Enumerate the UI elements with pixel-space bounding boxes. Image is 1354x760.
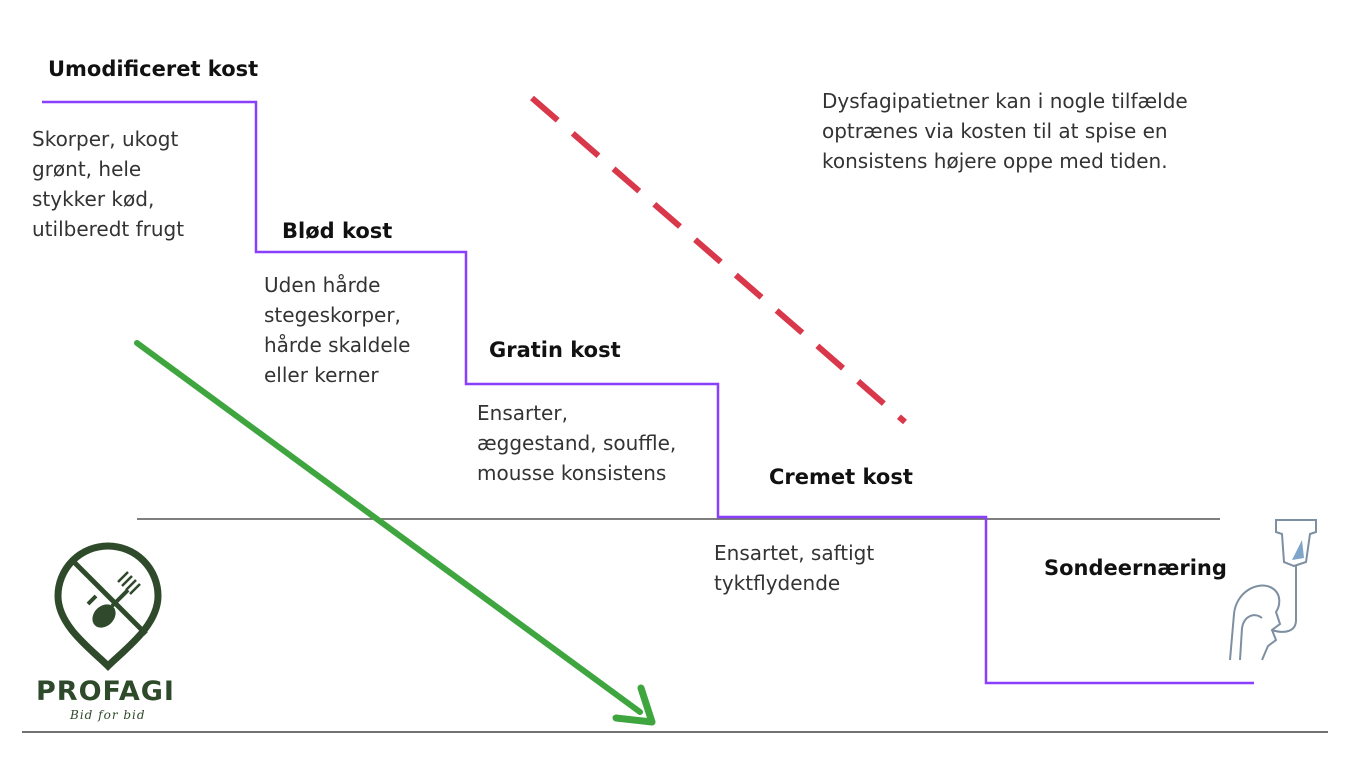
description-line: utilberedt frugt — [32, 217, 185, 241]
description-line: tyktflydende — [714, 571, 841, 595]
note-line: optrænes via kosten til at spise en — [822, 119, 1168, 143]
note-line: konsistens højere oppe med tiden. — [822, 149, 1168, 173]
description-line: stykker kød, — [32, 187, 155, 211]
level-label-umodificeret: Umodificeret kost — [48, 57, 259, 81]
description-line: stegeskorper, — [264, 303, 401, 327]
note-line: Dysfagipatietner kan i nogle tilfælde — [822, 89, 1188, 113]
green-down-arrow — [134, 340, 656, 726]
level-label-cremet: Cremet kost — [769, 465, 913, 489]
description-line: Skorper, ukogt — [32, 127, 179, 151]
description-line: æggestand, souffle, — [477, 431, 677, 455]
logo-name: PROFAGI — [36, 676, 175, 707]
level-label-sonde: Sondeernæring — [1044, 556, 1227, 580]
description-line: eller kerner — [264, 363, 379, 387]
dysphagia-note: Dysfagipatietner kan i nogle tilfælde op… — [822, 86, 1188, 176]
diet-staircase-line — [42, 100, 1254, 685]
description-line: Uden hårde — [264, 273, 381, 297]
level-label-blod: Blød kost — [282, 219, 393, 243]
description-line: Ensartet, saftigt — [714, 541, 875, 565]
fork-spoon-pin-icon — [54, 542, 162, 671]
level-description-blod: Uden hårde stegeskorper, hårde skaldele … — [264, 270, 410, 390]
description-line: Ensarter, — [477, 401, 568, 425]
logo-tagline: Bid for bid — [70, 708, 146, 722]
description-line: hårde skaldele — [264, 333, 411, 357]
description-line: grønt, hele — [32, 157, 142, 181]
level-description-gratin: Ensarter, æggestand, souffle, mousse kon… — [477, 398, 676, 488]
red-dashed-line — [530, 95, 907, 425]
tube-feeding-icon — [1229, 519, 1317, 661]
level-description-cremet: Ensartet, saftigt tyktflydende — [714, 538, 874, 598]
description-line: mousse konsistens — [477, 461, 667, 485]
level-description-umodificeret: Skorper, ukogt grønt, hele stykker kød, … — [32, 124, 184, 244]
level-label-gratin: Gratin kost — [489, 338, 621, 362]
